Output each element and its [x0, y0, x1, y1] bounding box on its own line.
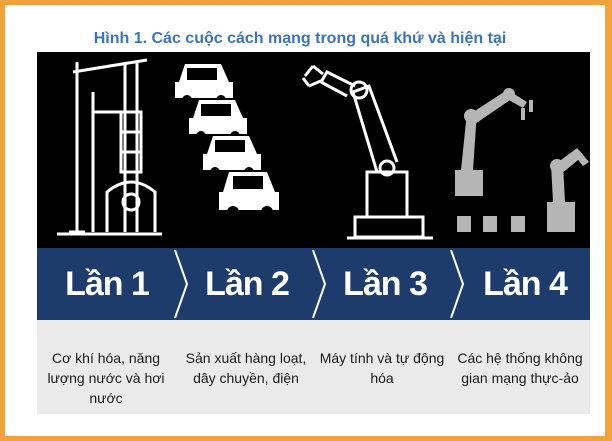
chevron-right-icon: [312, 249, 327, 319]
stage-banner: [37, 248, 590, 320]
stage-2-title: Lần 2: [205, 265, 290, 303]
chevron-right-icon: [450, 249, 465, 319]
stage-1-description: Cơ khí hóa, năng lượng nước và hơi nước: [47, 350, 165, 406]
car-assembly-line-icon: [175, 64, 279, 218]
chevron-right-icon: [174, 249, 189, 319]
stage-3-title: Lần 3: [343, 265, 428, 303]
stage-4-title: Lần 4: [483, 265, 568, 303]
robot-arm-icon: [301, 64, 433, 240]
revolutions-panel: Lần 1 Lần 2 Lần 3 Lần 4 Cơ khí hóa, năng…: [37, 52, 590, 414]
stage-2-description: Sản xuất hàng loạt, dây chuyền, điện: [185, 350, 307, 386]
illustration-strip: [37, 52, 590, 248]
stage-1-title: Lần 1: [65, 265, 150, 303]
figure-caption: Hình 1. Các cuộc cách mạng trong quá khứ…: [93, 30, 507, 47]
steam-pump-icon: [57, 58, 162, 236]
stage-4-description: Các hệ thống không gian mạng thực-ảo: [457, 350, 583, 386]
cyber-physical-robots-icon: [455, 88, 589, 232]
stage-3-description: Máy tính và tự động hóa: [319, 350, 445, 386]
